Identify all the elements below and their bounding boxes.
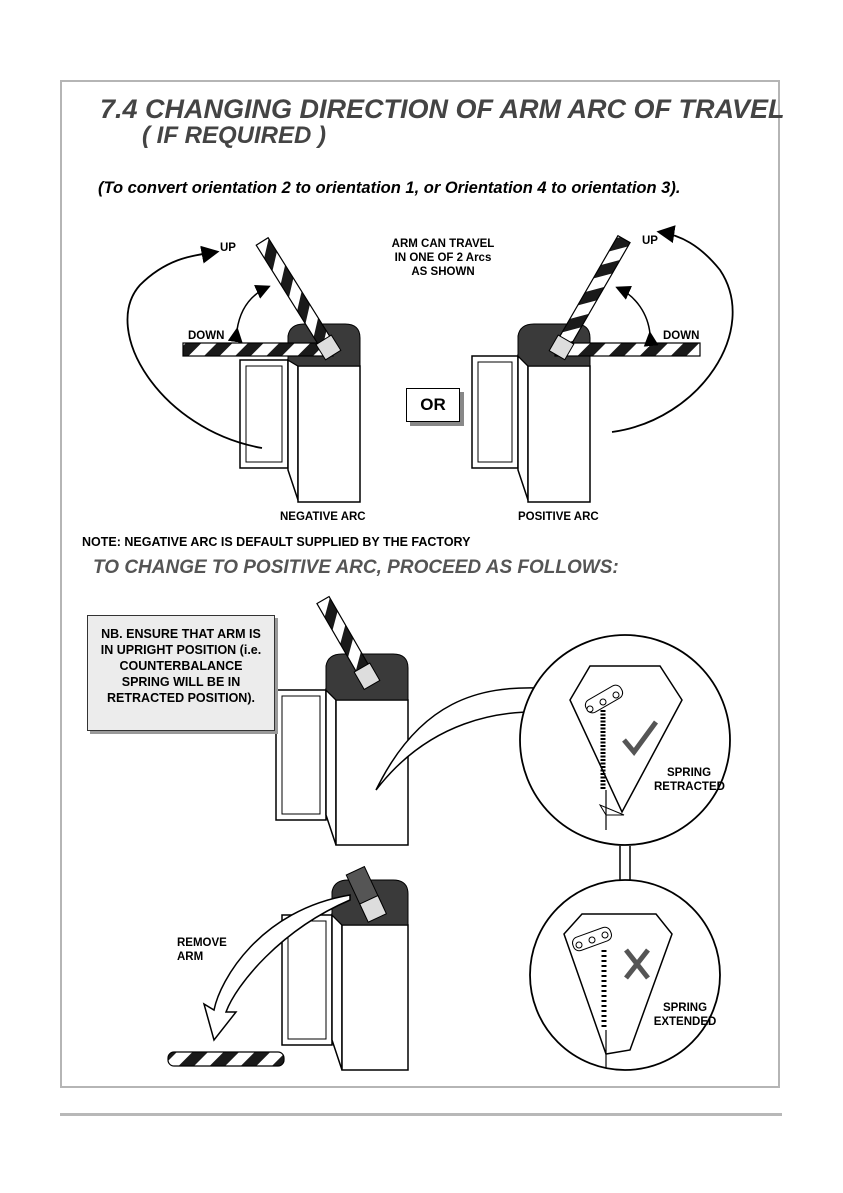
proceed-heading: TO CHANGE TO POSITIVE ARC, PROCEED AS FO… [93,557,619,578]
detail-spring-extended [529,879,721,1071]
barrier-negative-arc [126,236,361,503]
arm-down [182,342,334,357]
remove-arm-label: REMOVE ARM [177,937,227,963]
positive-arc-label: POSITIVE ARC [518,511,599,523]
section-title: 7.4 CHANGING DIRECTION OF ARM ARC OF TRA… [100,94,785,124]
or-label: OR [406,388,460,422]
negative-arc-label: NEGATIVE ARC [280,511,366,523]
footer-rule [60,1113,782,1116]
section-title-qualifier: ( IF REQUIRED ) [142,122,326,149]
nb-box: NB. ENSURE THAT ARM IS IN UPRIGHT POSITI… [87,615,275,731]
barrier-positive-arc [471,225,734,503]
subheading: (To convert orientation 2 to orientation… [98,179,681,197]
right-down-label: DOWN [663,330,700,342]
arc-note: ARM CAN TRAVEL IN ONE OF 2 Arcs AS SHOWN [391,238,495,278]
left-down-label: DOWN [188,330,225,342]
detail-connector [619,846,631,882]
spring-retracted-label: SPRING RETRACTED [654,767,725,793]
barrier-arm-upright [275,595,550,846]
detail-spring-retracted [519,634,731,846]
factory-note: NOTE: NEGATIVE ARC IS DEFAULT SUPPLIED B… [82,535,471,549]
right-up-label: UP [642,235,658,247]
page-frame [60,80,780,1088]
left-up-label: UP [220,242,236,254]
spring-extended-label: SPRING EXTENDED [653,1002,717,1028]
barrier-remove-arm [167,865,409,1071]
